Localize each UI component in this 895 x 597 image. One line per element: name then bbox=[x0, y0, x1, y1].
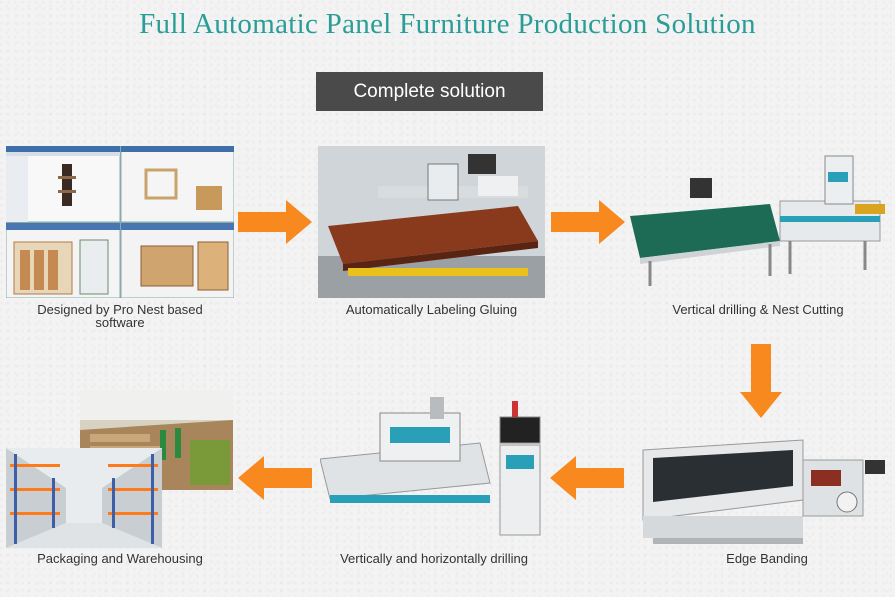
software-screenshot-image bbox=[6, 146, 234, 298]
step-caption-labeling: Automatically Labeling Gluing bbox=[345, 302, 518, 317]
step-caption-nest-cutting: Vertical drilling & Nest Cutting bbox=[672, 302, 844, 317]
step-caption-edge-banding: Edge Banding bbox=[726, 551, 808, 566]
arrow-right-icon bbox=[551, 200, 625, 244]
arrow-right-icon bbox=[238, 200, 312, 244]
page-title: Full Automatic Panel Furniture Productio… bbox=[139, 8, 756, 40]
arrow-down-icon bbox=[740, 344, 782, 418]
warehouse-image-front bbox=[6, 448, 162, 548]
arrow-left-icon bbox=[550, 456, 624, 500]
labeling-machine-image bbox=[318, 146, 545, 298]
drilling-machine-image bbox=[320, 395, 548, 547]
nest-cutting-machine-image bbox=[630, 146, 888, 298]
step-caption-drilling: Vertically and horizontally drilling bbox=[340, 551, 528, 566]
arrow-left-icon bbox=[238, 456, 312, 500]
complete-solution-banner: Complete solution bbox=[316, 72, 543, 111]
edge-banding-machine-image bbox=[633, 430, 891, 550]
step-caption-packaging: Packaging and Warehousing bbox=[37, 551, 203, 566]
step-caption-design: Designed by Pro Nest based software bbox=[37, 302, 203, 330]
